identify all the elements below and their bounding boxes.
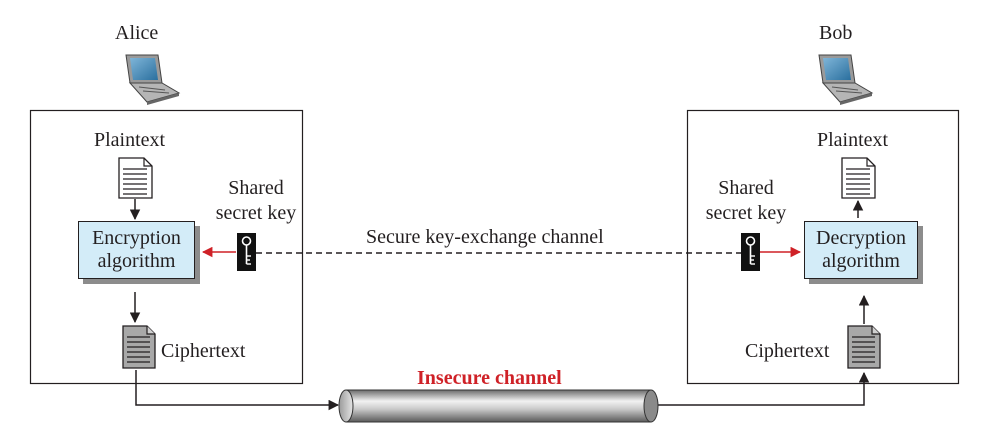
- bob-ciphertext-label: Ciphertext: [745, 340, 830, 362]
- bob-key-label-line2: secret key: [705, 202, 787, 224]
- alice-to-pipe-line: [135, 370, 340, 411]
- encryption-algorithm-box: Encryption algorithm: [78, 221, 195, 279]
- bob-laptop-icon: [818, 54, 874, 105]
- decryption-algorithm-box: Decryption algorithm: [804, 221, 918, 279]
- secure-channel-label: Secure key-exchange channel: [366, 226, 604, 248]
- alice-key-label-line1: Shared: [228, 177, 284, 199]
- insecure-channel-label: Insecure channel: [417, 367, 562, 389]
- alice-ciphertext-document-icon: [122, 325, 156, 369]
- bob-name: Bob: [819, 22, 853, 44]
- encryption-algorithm-line1: Encryption: [92, 227, 181, 249]
- alice-frame: [29, 109, 304, 385]
- bob-key-label-line1: Shared: [718, 177, 774, 199]
- encryption-algorithm-line2: algorithm: [97, 250, 176, 272]
- bob-key-icon: [741, 233, 760, 271]
- decryption-algorithm-line1: Decryption: [816, 227, 906, 249]
- bob-plaintext-label: Plaintext: [817, 129, 889, 151]
- decryption-algorithm-line2: algorithm: [822, 250, 900, 272]
- alice-plaintext-document-icon: [118, 157, 153, 199]
- bob-plaintext-document-icon: [841, 157, 876, 199]
- bob-ciphertext-document-icon: [847, 325, 881, 369]
- alice-name: Alice: [115, 22, 159, 44]
- alice-plaintext-label: Plaintext: [94, 129, 166, 151]
- insecure-channel-pipe: [338, 389, 659, 423]
- alice-ciphertext-label: Ciphertext: [161, 340, 246, 362]
- alice-laptop-icon: [125, 54, 181, 105]
- pipe-to-bob-line: [657, 371, 870, 406]
- bob-frame: [686, 109, 960, 385]
- alice-key-icon: [237, 233, 256, 271]
- alice-key-label-line2: secret key: [215, 202, 297, 224]
